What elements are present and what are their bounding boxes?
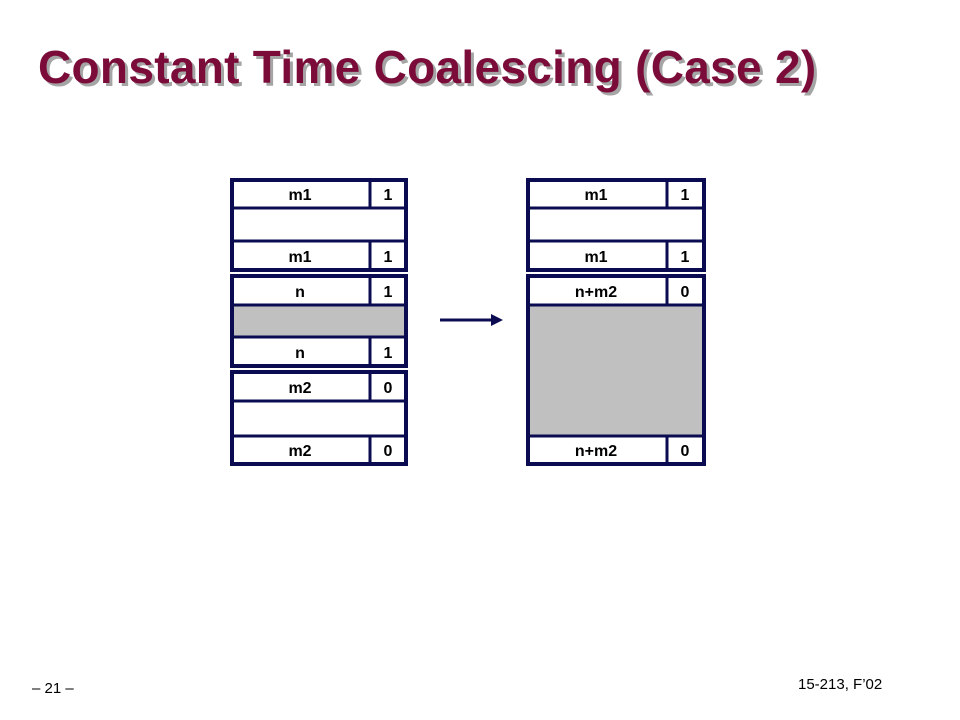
transition-arrow (440, 314, 503, 326)
before-block-2: n 1 n 1 (230, 274, 408, 368)
before-block-2-payload (234, 306, 404, 336)
before-block-3-outline (230, 370, 408, 466)
after-block-1-header-size: m1 (584, 187, 607, 204)
before-block-3-header-flag: 0 (384, 380, 393, 397)
before-block-1-outline (230, 178, 408, 272)
after-block-1-footer-size: m1 (584, 249, 607, 266)
before-block-1: m1 1 m1 1 (230, 178, 408, 272)
after-block-2-footer-size: n+m2 (575, 443, 617, 460)
after-block-1: m1 1 m1 1 (526, 178, 706, 272)
arrow-head (491, 314, 503, 326)
before-block-1-header-flag: 1 (384, 187, 393, 204)
after-heap: m1 1 m1 1 n+m2 0 n+m2 0 (526, 178, 706, 466)
before-block-3-header-size: m2 (288, 380, 311, 397)
slide-title: Constant Time Coalescing (Case 2) (38, 41, 817, 93)
before-block-2-footer-size: n (295, 345, 305, 362)
after-block-1-footer-flag: 1 (681, 249, 690, 266)
after-block-2: n+m2 0 n+m2 0 (526, 274, 706, 466)
after-block-2-header-size: n+m2 (575, 284, 617, 301)
after-block-2-footer-flag: 0 (681, 443, 690, 460)
after-block-2-header-flag: 0 (681, 284, 690, 301)
before-block-2-header-size: n (295, 284, 305, 301)
before-block-3: m2 0 m2 0 (230, 370, 408, 466)
before-block-2-footer-flag: 1 (384, 345, 393, 362)
after-block-1-outline (526, 178, 706, 272)
before-block-1-footer-size: m1 (288, 249, 311, 266)
page-number: – 21 – (32, 680, 74, 697)
before-block-3-footer-flag: 0 (384, 443, 393, 460)
before-heap: m1 1 m1 1 n 1 n 1 m2 0 m2 (230, 178, 408, 466)
after-block-1-header-flag: 1 (681, 187, 690, 204)
course-label: 15-213, F’02 (798, 676, 883, 693)
before-block-2-header-flag: 1 (384, 284, 393, 301)
before-block-3-footer-size: m2 (288, 443, 311, 460)
before-block-1-footer-flag: 1 (384, 249, 393, 266)
after-block-2-payload (530, 306, 702, 435)
before-block-1-header-size: m1 (288, 187, 311, 204)
